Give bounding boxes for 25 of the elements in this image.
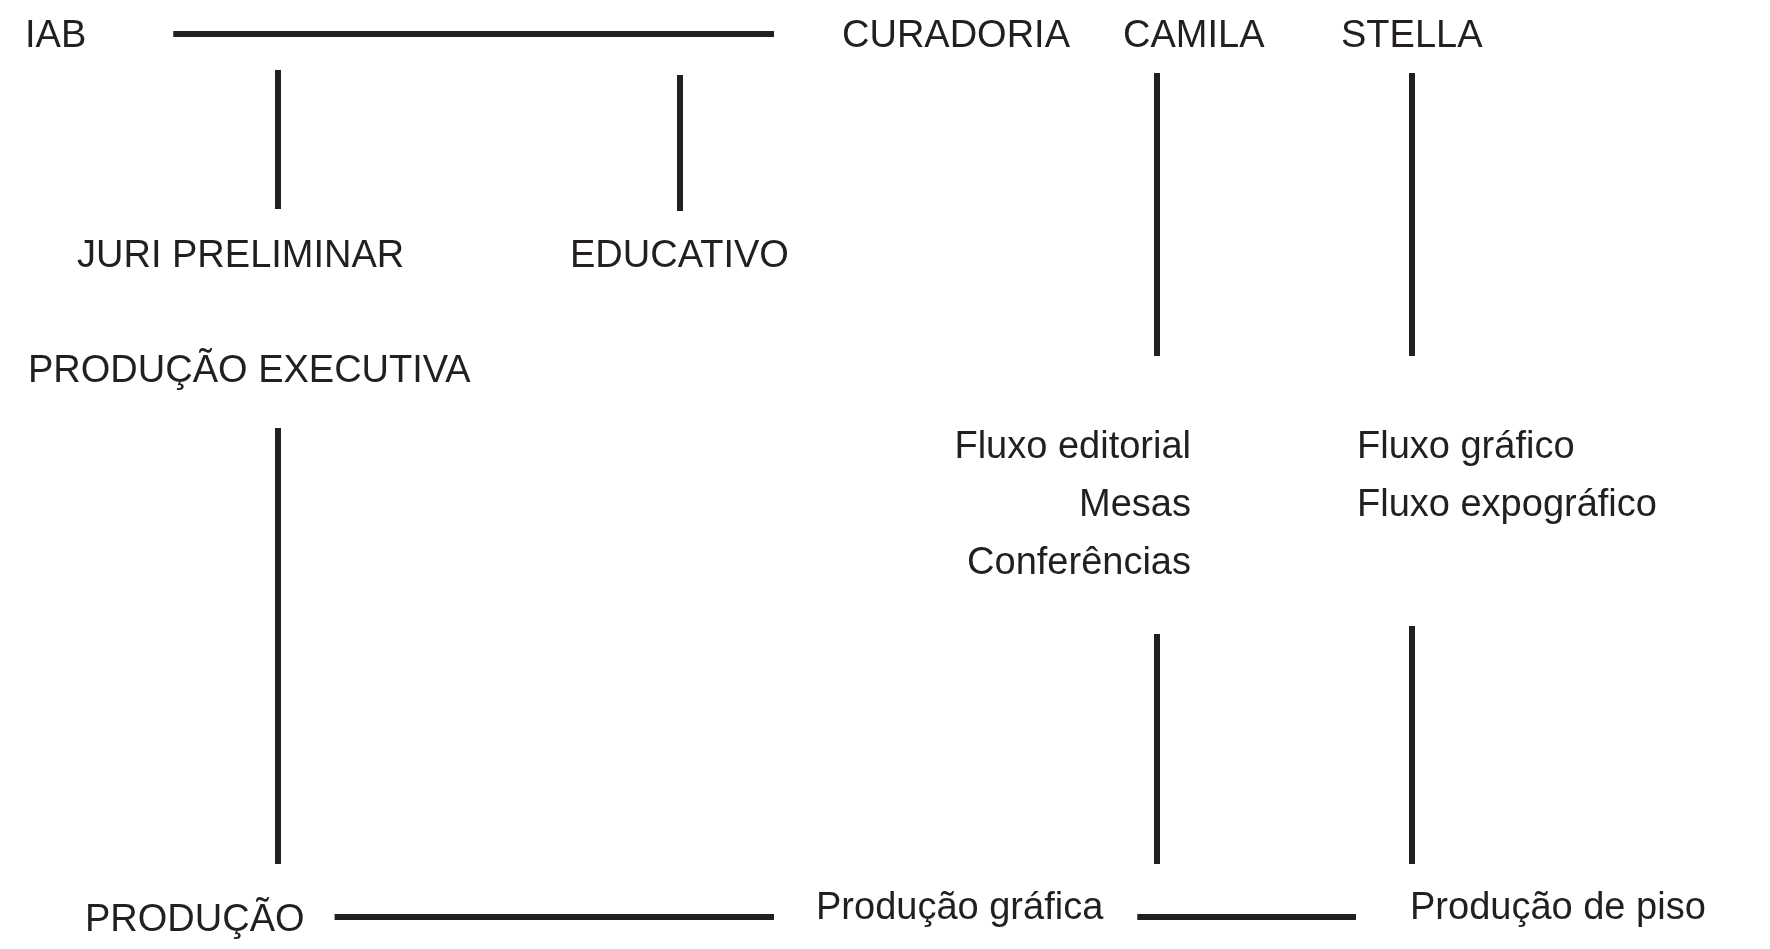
connector-line — [1154, 73, 1160, 356]
node-label: Conferências — [967, 539, 1191, 584]
node-label: Produção de piso — [1410, 884, 1706, 929]
connector-line — [1409, 626, 1415, 864]
node-label: IAB — [25, 12, 87, 57]
node-label: CAMILA — [1123, 12, 1265, 57]
connector-line — [275, 428, 281, 864]
node-label: Mesas — [1079, 481, 1191, 526]
node-label: PRODUÇÃO EXECUTIVA — [28, 347, 471, 392]
node-label: JURI PRELIMINAR — [77, 232, 405, 277]
connector-line — [1409, 73, 1415, 356]
node-label: STELLA — [1341, 12, 1483, 57]
node-label: Fluxo gráfico — [1357, 423, 1575, 468]
connector-line — [173, 31, 774, 37]
connector-line — [275, 70, 281, 209]
node-label: Produção gráfica — [816, 884, 1104, 929]
connector-line — [1154, 634, 1160, 864]
connector-line — [677, 75, 683, 211]
node-label: CURADORIA — [842, 12, 1071, 57]
connector-line — [1137, 914, 1356, 920]
node-label: Fluxo expográfico — [1357, 481, 1657, 526]
node-label: EDUCATIVO — [570, 232, 789, 277]
node-label: PRODUÇÃO — [85, 896, 305, 941]
connector-line — [334, 914, 774, 920]
node-label: Fluxo editorial — [954, 423, 1191, 468]
